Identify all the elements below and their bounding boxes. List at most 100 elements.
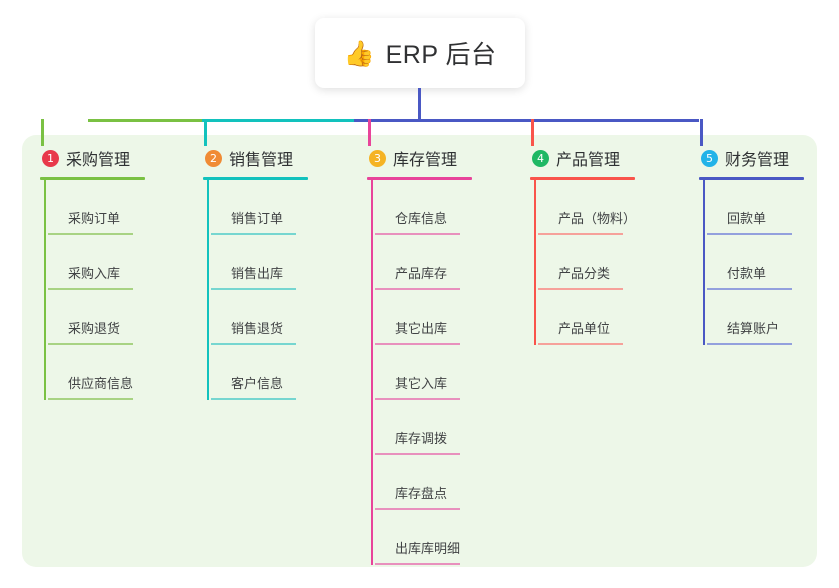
leaf-trunk-1 xyxy=(44,180,46,400)
leaf-rule xyxy=(707,288,792,290)
bus-stem xyxy=(418,88,421,122)
branch-header-2[interactable]: 2 销售管理 xyxy=(203,146,308,170)
leaf-node[interactable]: 产品库存 xyxy=(371,235,472,290)
branch-title-4: 产品管理 xyxy=(556,152,621,169)
leaf-rule xyxy=(48,343,133,345)
leaf-node[interactable]: 库存调拨 xyxy=(371,400,472,455)
leaf-node[interactable]: 出库库明细 xyxy=(371,510,472,565)
leaf-rule xyxy=(48,233,133,235)
leaf-node[interactable]: 销售订单 xyxy=(207,180,308,235)
leaf-rule xyxy=(48,398,133,400)
thumbs-up-icon: 👍 xyxy=(343,38,375,68)
leaf-rule xyxy=(211,398,296,400)
branch-rule-3 xyxy=(367,177,472,180)
leaf-rule xyxy=(375,288,460,290)
leaf-rule xyxy=(211,288,296,290)
leaf-rule xyxy=(375,453,460,455)
branch-rule-4 xyxy=(530,177,635,180)
leaf-node[interactable]: 销售退货 xyxy=(207,290,308,345)
leaf-node[interactable]: 采购订单 xyxy=(44,180,145,235)
leaf-trunk-4 xyxy=(534,180,536,345)
leaf-list-2: 销售订单销售出库销售退货客户信息 xyxy=(203,180,308,400)
leaf-label: 供应商信息 xyxy=(68,376,134,391)
leaf-node[interactable]: 产品分类 xyxy=(534,235,635,290)
branch-badge-2: 2 xyxy=(205,149,222,167)
leaf-node[interactable]: 回款单 xyxy=(703,180,804,235)
leaf-rule xyxy=(211,233,296,235)
bus-drop-1 xyxy=(41,119,44,146)
leaf-node[interactable]: 采购入库 xyxy=(44,235,145,290)
leaf-node[interactable]: 结算账户 xyxy=(703,290,804,345)
leaf-label: 采购入库 xyxy=(68,266,121,281)
leaf-rule xyxy=(375,508,460,510)
leaf-trunk-2 xyxy=(207,180,209,400)
branch-column-3: 3 库存管理仓库信息产品库存其它出库其它入库库存调拨库存盘点出库库明细 xyxy=(367,146,472,565)
branch-column-1: 1 采购管理采购订单采购入库采购退货供应商信息 xyxy=(40,146,145,400)
leaf-node[interactable]: 其它入库 xyxy=(371,345,472,400)
bus-drop-4 xyxy=(531,119,534,146)
leaf-trunk-3 xyxy=(371,180,373,565)
branch-badge-1: 1 xyxy=(42,149,59,167)
leaf-node[interactable]: 付款单 xyxy=(703,235,804,290)
leaf-node[interactable]: 其它出库 xyxy=(371,290,472,345)
segment-blue xyxy=(354,119,699,122)
leaf-label: 付款单 xyxy=(727,266,767,281)
leaf-label: 仓库信息 xyxy=(395,211,448,226)
leaf-list-3: 仓库信息产品库存其它出库其它入库库存调拨库存盘点出库库明细 xyxy=(367,180,472,565)
leaf-label: 其它出库 xyxy=(395,321,448,336)
branch-column-4: 4 产品管理产品（物料） 产品分类产品单位 xyxy=(530,146,637,345)
branch-title-1: 采购管理 xyxy=(66,152,131,169)
branch-header-3[interactable]: 3 库存管理 xyxy=(367,146,472,170)
leaf-node[interactable]: 采购退货 xyxy=(44,290,145,345)
leaf-label: 产品（物料） xyxy=(558,211,637,226)
leaf-rule xyxy=(48,288,133,290)
leaf-label: 客户信息 xyxy=(231,376,284,391)
leaf-rule xyxy=(375,233,460,235)
segment-green xyxy=(88,119,203,122)
branch-badge-3: 3 xyxy=(369,149,386,167)
branch-title-3: 库存管理 xyxy=(393,152,458,169)
leaf-rule xyxy=(707,343,792,345)
leaf-label: 其它入库 xyxy=(395,376,448,391)
leaf-label: 回款单 xyxy=(727,211,767,226)
segment-teal xyxy=(202,119,355,122)
branch-header-1[interactable]: 1 采购管理 xyxy=(40,146,145,170)
branch-badge-4: 4 xyxy=(532,149,549,167)
leaf-label: 销售出库 xyxy=(231,266,284,281)
leaf-node[interactable]: 销售出库 xyxy=(207,235,308,290)
leaf-node[interactable]: 供应商信息 xyxy=(44,345,145,400)
leaf-rule xyxy=(538,288,623,290)
leaf-rule xyxy=(707,233,792,235)
branch-title-2: 销售管理 xyxy=(229,152,294,169)
leaf-label: 采购订单 xyxy=(68,211,121,226)
leaf-rule xyxy=(211,343,296,345)
leaf-label: 库存调拨 xyxy=(395,431,448,446)
branch-header-4[interactable]: 4 产品管理 xyxy=(530,146,635,170)
leaf-label: 产品库存 xyxy=(395,266,448,281)
leaf-node[interactable]: 产品单位 xyxy=(534,290,635,345)
leaf-trunk-5 xyxy=(703,180,705,345)
branch-panel-background xyxy=(22,135,817,567)
leaf-node[interactable]: 仓库信息 xyxy=(371,180,472,235)
leaf-node[interactable]: 客户信息 xyxy=(207,345,308,400)
leaf-label: 库存盘点 xyxy=(395,486,448,501)
leaf-rule xyxy=(375,563,460,565)
bus-drop-2 xyxy=(204,119,207,146)
bus-drop-5 xyxy=(700,119,703,146)
branch-rule-5 xyxy=(699,177,804,180)
leaf-label: 产品单位 xyxy=(558,321,611,336)
branch-rule-1 xyxy=(40,177,145,180)
leaf-node[interactable]: 库存盘点 xyxy=(371,455,472,510)
leaf-list-5: 回款单付款单结算账户 xyxy=(699,180,804,345)
leaf-rule xyxy=(538,233,623,235)
leaf-label: 采购退货 xyxy=(68,321,121,336)
root-node[interactable]: 👍 ERP 后台 xyxy=(315,18,525,88)
branch-rule-2 xyxy=(203,177,308,180)
leaf-label: 销售退货 xyxy=(231,321,284,336)
leaf-label: 产品分类 xyxy=(558,266,611,281)
branch-column-2: 2 销售管理销售订单销售出库销售退货客户信息 xyxy=(203,146,308,400)
leaf-node[interactable]: 产品（物料） xyxy=(534,180,637,235)
